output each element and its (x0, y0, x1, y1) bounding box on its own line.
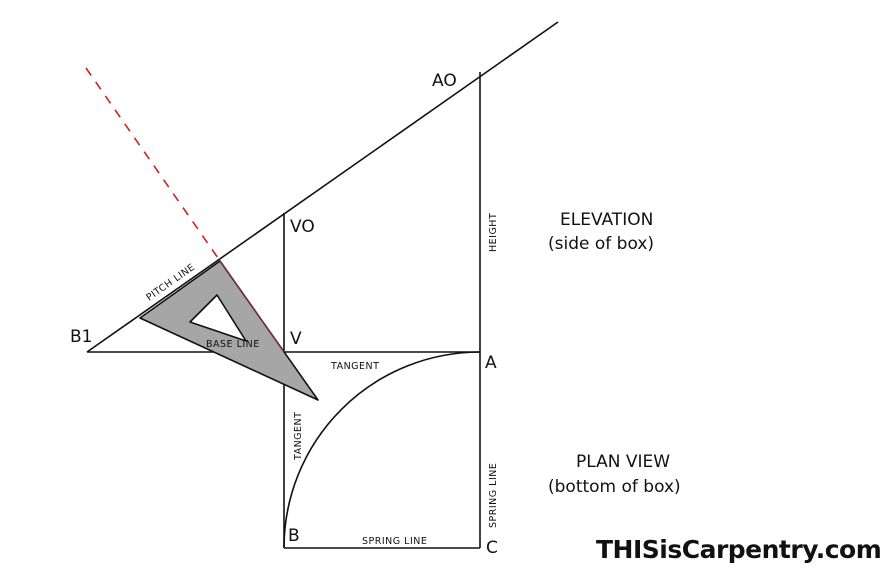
point-b-label: B (288, 526, 300, 546)
tangent-horizontal-label: TANGENT (330, 361, 379, 372)
site-logo: THISisCarpentry.com (596, 535, 881, 564)
spring-line-horizontal-label: SPRING LINE (362, 536, 427, 547)
plan-view-title: PLAN VIEW (576, 452, 670, 472)
point-a0-label: AO (432, 71, 457, 91)
spring-line-vertical-label: SPRING LINE (488, 463, 499, 528)
point-c-label: C (486, 538, 498, 558)
quarter-arc (283, 351, 481, 549)
dashed-perpendicular (85, 67, 219, 259)
plan-view-subtitle: (bottom of box) (548, 477, 681, 497)
height-label: HEIGHT (488, 213, 499, 252)
triangle-edge-highlight (219, 260, 285, 353)
pitch-line (86, 21, 559, 353)
tangent-vertical-label: TANGENT (293, 412, 304, 461)
point-a-label: A (485, 353, 497, 373)
point-v-label: V (290, 329, 302, 349)
elevation-title: ELEVATION (560, 210, 653, 230)
point-b1-label: B1 (70, 327, 92, 347)
point-v0-label: VO (290, 217, 315, 237)
base-line-label: BASE LINE (206, 339, 260, 350)
elevation-subtitle: (side of box) (548, 234, 654, 254)
